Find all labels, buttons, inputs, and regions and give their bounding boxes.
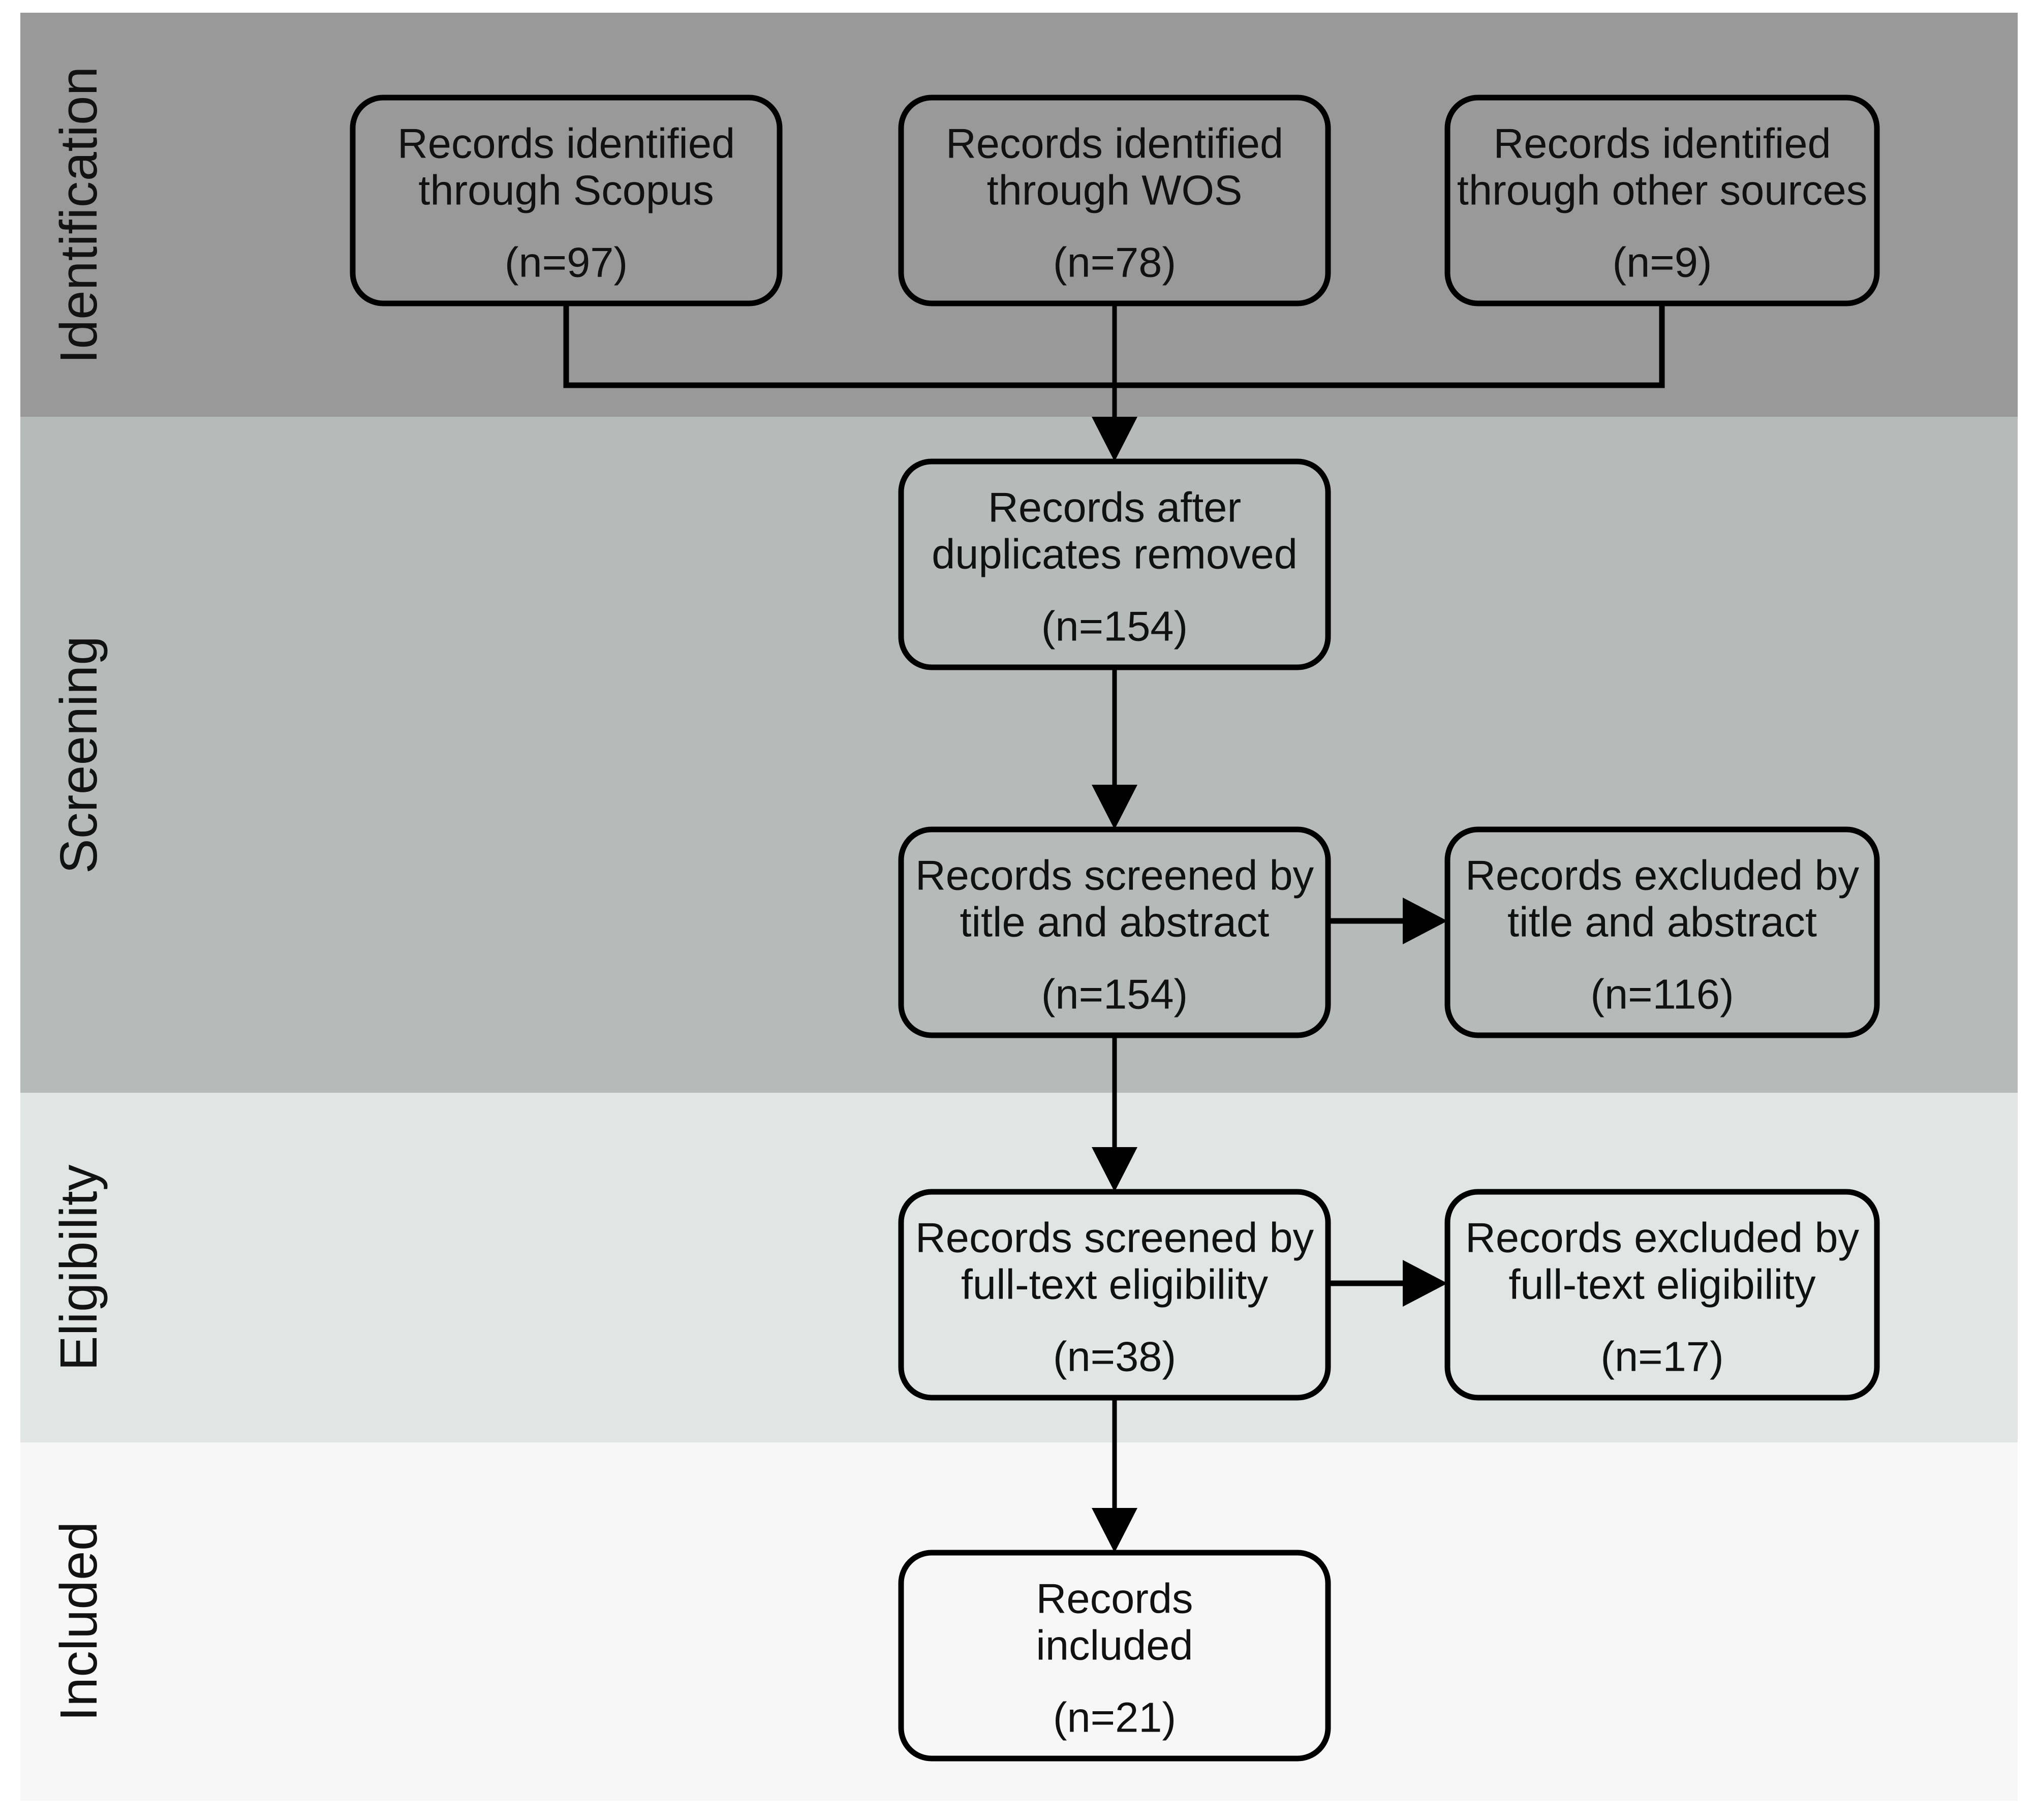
node-wos[interactable]: Records identified through WOS (n=78) (898, 95, 1331, 306)
node-box-after-duplicates[interactable] (898, 458, 1331, 670)
node-box-screened-full-text[interactable] (898, 1189, 1331, 1401)
stage-label-identification: Identification (49, 66, 108, 363)
band-eligibility (20, 1093, 2018, 1442)
band-screening (20, 417, 2018, 1093)
node-after-duplicates-line1: Records after (988, 484, 1241, 531)
connectors (563, 303, 1665, 1553)
node-wos-line1: Records identified (946, 120, 1283, 167)
node-excluded-full-text[interactable]: Records excluded by full-text eligibilit… (1444, 1189, 1880, 1401)
node-screened-full-text[interactable]: Records screened by full-text eligibilit… (898, 1189, 1331, 1401)
node-scopus-count: (n=97) (505, 239, 628, 286)
stage-labels: Identification Screening Eligibility Inc… (49, 66, 108, 1721)
node-other-sources-line2: through other sources (1457, 167, 1867, 214)
node-screened-title-abstract-line2: title and abstract (960, 899, 1269, 946)
stage-label-screening: Screening (49, 636, 108, 874)
node-box-scopus[interactable] (350, 95, 783, 306)
node-other-sources[interactable]: Records identified through other sources… (1444, 95, 1880, 306)
node-included-records-line1: Records (1036, 1575, 1193, 1622)
node-excluded-full-text-count: (n=17) (1600, 1333, 1723, 1380)
arrowhead-into-excluded-full-text (1403, 1260, 1447, 1307)
arrowhead-into-after-duplicates (1092, 417, 1137, 461)
node-included-records[interactable]: Records included (n=21) (898, 1550, 1331, 1762)
node-screened-full-text-line2: full-text eligibility (961, 1261, 1269, 1308)
node-other-sources-line1: Records identified (1493, 120, 1831, 167)
node-wos-count: (n=78) (1053, 239, 1176, 286)
node-box-excluded-title-abstract[interactable] (1444, 826, 1880, 1038)
node-screened-title-abstract-line1: Records screened by (915, 852, 1314, 899)
node-excluded-title-abstract[interactable]: Records excluded by title and abstract (… (1444, 826, 1880, 1038)
node-included-records-count: (n=21) (1053, 1694, 1176, 1741)
arrowhead-into-screened-title-abstract (1092, 785, 1137, 829)
node-included-records-line2: included (1036, 1622, 1193, 1669)
node-screened-title-abstract[interactable]: Records screened by title and abstract (… (898, 826, 1331, 1038)
node-screened-full-text-count: (n=38) (1053, 1333, 1176, 1380)
node-excluded-title-abstract-count: (n=116) (1590, 971, 1734, 1018)
band-identification (20, 13, 2018, 417)
node-box-excluded-full-text[interactable] (1444, 1189, 1880, 1401)
band-included (20, 1442, 2018, 1801)
node-box-included-records[interactable] (898, 1550, 1331, 1762)
node-screened-full-text-line1: Records screened by (915, 1214, 1314, 1261)
stage-label-included: Included (49, 1521, 108, 1721)
node-after-duplicates-line2: duplicates removed (932, 531, 1298, 578)
node-excluded-title-abstract-line2: title and abstract (1507, 899, 1817, 946)
node-excluded-full-text-line1: Records excluded by (1465, 1214, 1860, 1261)
node-after-duplicates[interactable]: Records after duplicates removed (n=154) (898, 458, 1331, 670)
node-after-duplicates-count: (n=154) (1041, 603, 1188, 650)
arrowhead-into-screened-full-text (1092, 1147, 1137, 1192)
node-box-other-sources[interactable] (1444, 95, 1880, 306)
node-scopus-line2: through Scopus (418, 167, 714, 214)
arrowhead-into-excluded-title-abstract (1403, 898, 1447, 944)
node-wos-line2: through WOS (987, 167, 1243, 214)
node-other-sources-count: (n=9) (1612, 239, 1712, 286)
stage-bands (20, 13, 2018, 1801)
node-scopus-line1: Records identified (397, 120, 735, 167)
node-box-screened-title-abstract[interactable] (898, 826, 1331, 1038)
node-screened-title-abstract-count: (n=154) (1041, 971, 1188, 1018)
stage-label-eligibility: Eligibility (49, 1164, 108, 1371)
node-excluded-full-text-line2: full-text eligibility (1508, 1261, 1816, 1308)
node-box-wos[interactable] (898, 95, 1331, 306)
node-scopus[interactable]: Records identified through Scopus (n=97) (350, 95, 783, 306)
arrowhead-into-included-records (1092, 1508, 1137, 1553)
node-excluded-title-abstract-line1: Records excluded by (1465, 852, 1860, 899)
